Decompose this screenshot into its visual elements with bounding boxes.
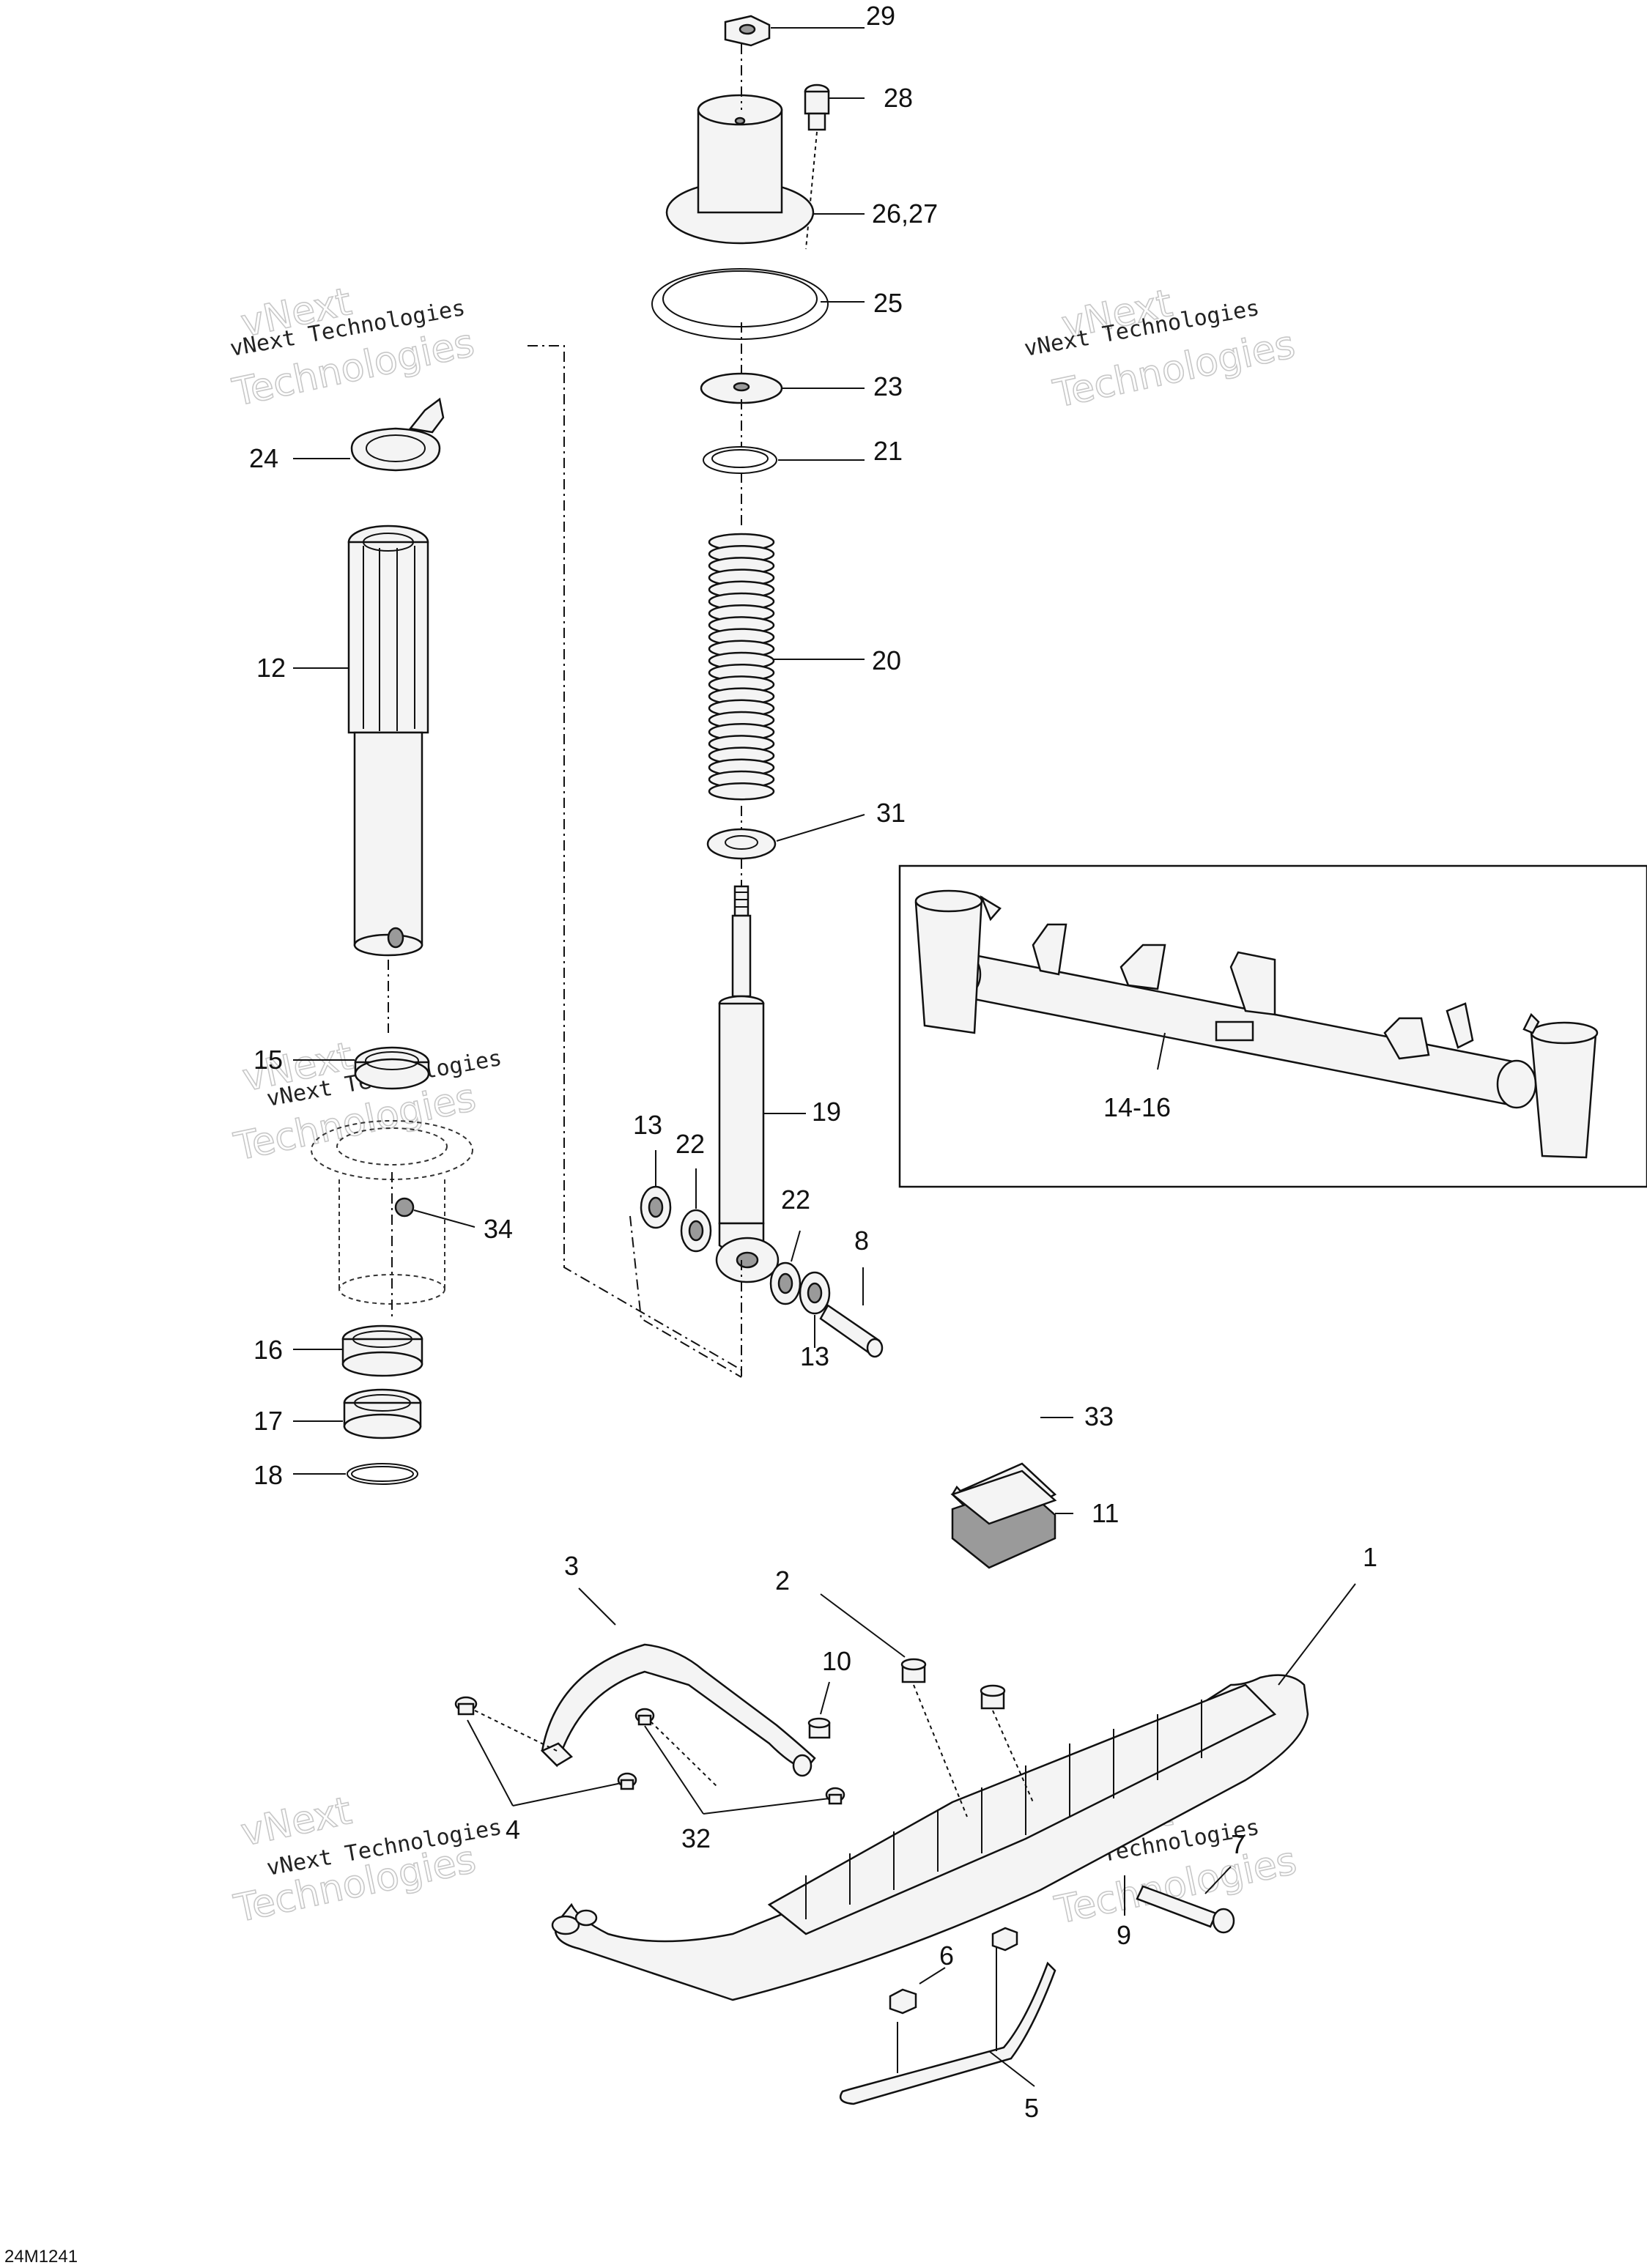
part-adjuster-24 <box>293 397 445 472</box>
callout-23: 23 <box>873 371 903 401</box>
callout-8: 8 <box>854 1226 869 1256</box>
part-pad-11 <box>950 1470 1073 1569</box>
callout-31: 31 <box>876 798 906 828</box>
callout-2: 2 <box>775 1565 790 1596</box>
callout-25: 25 <box>873 288 903 318</box>
part-shock-absorber-19 <box>715 885 806 1283</box>
callout-7: 7 <box>1231 1829 1246 1859</box>
part-washer-23 <box>700 372 865 404</box>
axis-line <box>528 345 742 1371</box>
callout-29: 29 <box>866 1 895 31</box>
callout-24: 24 <box>249 443 278 473</box>
callout-32: 32 <box>681 1823 711 1853</box>
callout-4: 4 <box>506 1815 520 1845</box>
part-bolt-8 <box>819 1267 884 1358</box>
part-ski-1 <box>551 1583 1356 2001</box>
part-nut-6 <box>889 1927 1018 2015</box>
callout-19: 19 <box>812 1097 841 1127</box>
part-bushing-22-right <box>769 1230 802 1305</box>
callout-13b: 13 <box>800 1341 829 1371</box>
part-tube-12 <box>293 525 429 957</box>
part-bushing-17 <box>293 1388 422 1439</box>
part-bushing-13-left <box>640 1150 672 1229</box>
part-retaining-ring-25 <box>651 268 865 340</box>
callout-16: 16 <box>253 1335 283 1365</box>
part-bearing-15 <box>293 1046 430 1090</box>
part-bearing-16 <box>293 1324 423 1377</box>
part-bushing-22-left <box>680 1168 712 1253</box>
callout-34: 34 <box>484 1214 513 1244</box>
callout-22b: 22 <box>781 1185 810 1215</box>
callout-22a: 22 <box>676 1129 705 1159</box>
callout-13a: 13 <box>633 1110 662 1140</box>
part-hardware-2-10 <box>807 1593 1034 1817</box>
part-spring-20 <box>708 533 775 801</box>
callout-10: 10 <box>822 1646 851 1676</box>
callout-14-16: 14-16 <box>1103 1092 1171 1122</box>
diagram-code: 24M1241 <box>4 2247 78 2267</box>
part-ring-21 <box>703 446 865 474</box>
callout-20: 20 <box>872 645 901 675</box>
callout-6: 6 <box>939 1941 954 1971</box>
part-bolt-28 <box>804 84 865 250</box>
part-washer-31 <box>706 814 865 860</box>
callout-5: 5 <box>1024 2093 1039 2123</box>
callout-11: 11 <box>1092 1498 1119 1528</box>
spring-coil <box>708 782 775 801</box>
callout-28: 28 <box>884 83 913 113</box>
part-skid-bar-5 <box>839 1934 1056 2105</box>
callout-1: 1 <box>1363 1542 1377 1572</box>
callout-12: 12 <box>256 653 286 683</box>
callout-3: 3 <box>564 1551 579 1581</box>
part-grease-fitting-34 <box>394 1197 475 1228</box>
callout-17: 17 <box>253 1406 283 1436</box>
callout-21: 21 <box>873 436 903 466</box>
callout-15: 15 <box>253 1045 283 1075</box>
part-bolt-7-9 <box>1124 1866 1235 1934</box>
part-cap-26-27 <box>665 94 865 245</box>
callout-26-27: 26,27 <box>872 199 938 229</box>
part-bushing-13-right <box>799 1271 831 1348</box>
callout-33: 33 <box>1084 1401 1114 1431</box>
part-spindle-3 <box>540 1587 816 1777</box>
part-snap-ring-18 <box>293 1463 418 1485</box>
callout-18: 18 <box>253 1460 283 1490</box>
part-bolts-4-32 <box>454 1696 845 1815</box>
callout-9: 9 <box>1117 1920 1131 1950</box>
part-nut-29 <box>724 15 865 47</box>
inset-frame-14-16 <box>898 864 1647 1188</box>
